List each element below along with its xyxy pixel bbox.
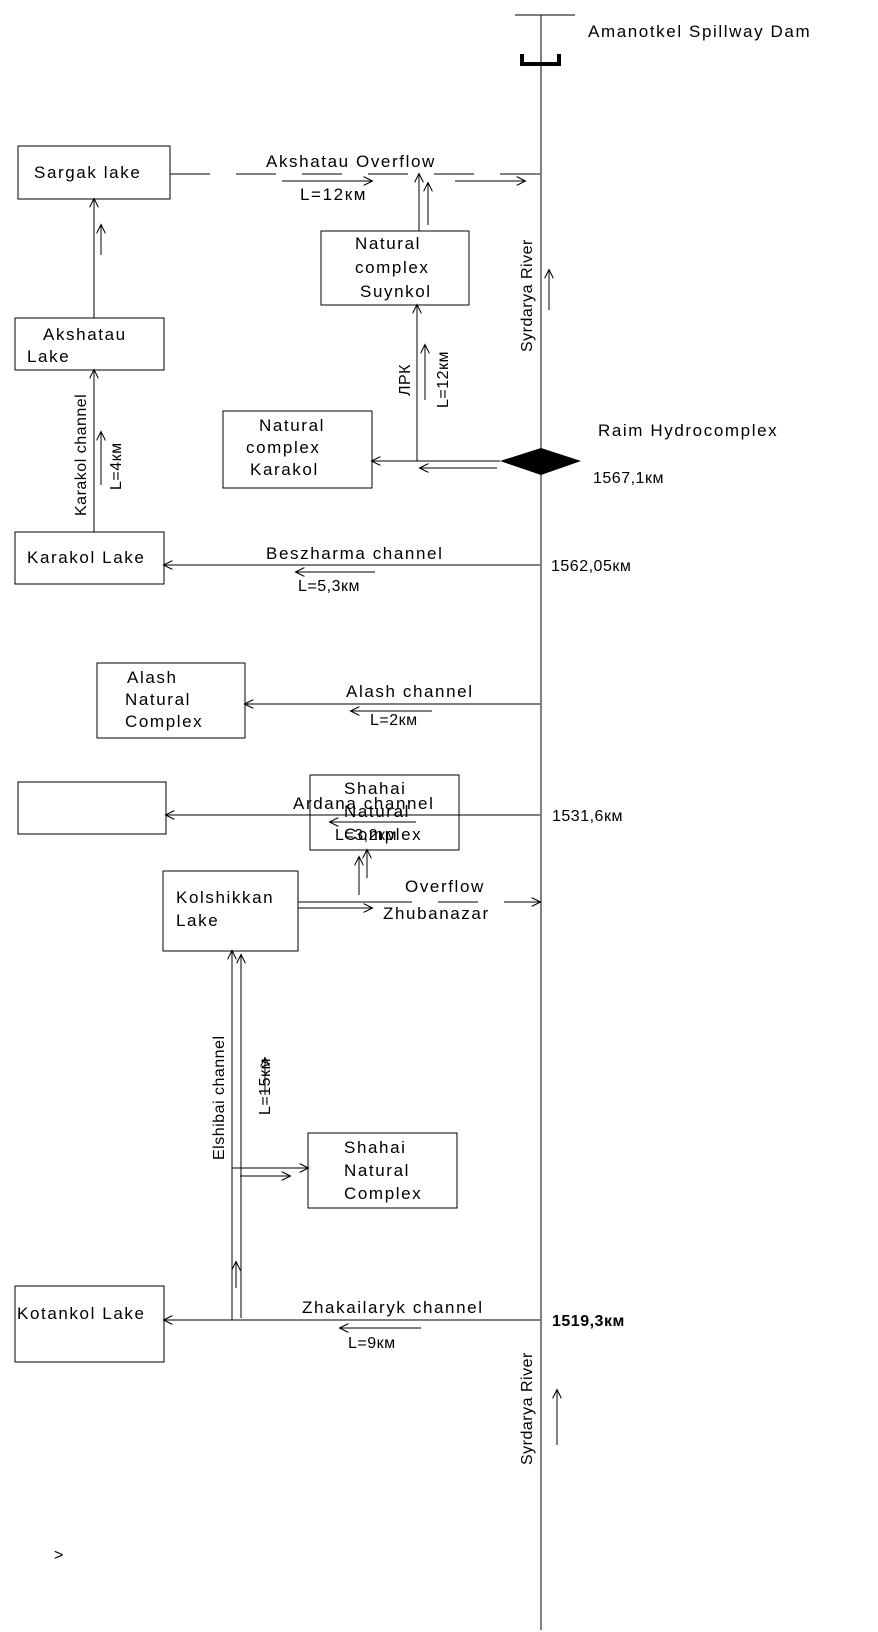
dam-title: Amanotkel Spillway Dam <box>588 22 811 41</box>
shahai-bottom-label-3: Complex <box>344 1184 422 1203</box>
karakol-channel-label: Karakol channel <box>73 394 90 516</box>
beszharma-km: 1562,05км <box>551 558 631 575</box>
alash-complex-box <box>96 662 246 739</box>
ardana-channel-length: L=3,2км <box>335 827 397 844</box>
kolshikkan-label-1: Kolshikkan <box>176 888 274 907</box>
alash-channel-label: Alash channel <box>346 682 474 701</box>
zhakailaryk-channel-label: Zhakailaryk channel <box>302 1298 484 1317</box>
akshatau-lake-label-2: Lake <box>27 347 70 366</box>
sargak-lake-box <box>17 145 171 200</box>
spillway-dam-symbol <box>520 54 561 66</box>
zhubanazar-label-1: Overflow <box>405 877 485 896</box>
suynkol-label-2: complex <box>355 258 430 277</box>
stray-mark: > <box>54 1547 64 1564</box>
kotankol-lake-box <box>14 1285 165 1363</box>
karakol-lake-label: Karakol Lake <box>27 548 145 567</box>
suynkol-label-3: Suynkol <box>360 282 432 301</box>
ardana-km: 1531,6км <box>552 808 623 825</box>
karakol-complex-label-3: Karakol <box>250 460 319 479</box>
shahai-bottom-box <box>307 1132 458 1209</box>
suynkol-label-1: Natural <box>355 234 421 253</box>
raim-hydrocomplex-km: 1567,1км <box>593 470 664 487</box>
akshatau-lake-label-1: Akshatau <box>43 325 127 344</box>
zhakailaryk-channel-length: L=9км <box>348 1335 396 1352</box>
sargak-lake-label: Sargak lake <box>34 163 141 182</box>
alash-channel-length: L=2км <box>370 712 418 729</box>
raim-hydrocomplex-symbol <box>500 448 581 475</box>
shomyshkol-lake-box <box>17 781 167 835</box>
ardana-channel-label: Ardana channel <box>293 794 435 813</box>
shahai-top-label-3: Complex <box>344 825 422 844</box>
lrk-channel-label: ЛРК <box>397 364 414 396</box>
karakol-lake-box <box>14 531 165 585</box>
alash-label-3: Complex <box>125 712 203 731</box>
beszharma-channel-label: Beszharma channel <box>266 544 443 563</box>
zhakailaryk-km: 1519,3км <box>552 1313 625 1330</box>
raim-hydrocomplex-label: Raim Hydrocomplex <box>598 421 778 440</box>
river-label-bottom: Syrdarya River <box>519 1352 536 1465</box>
akshatau-overflow-length: L=12км <box>300 185 367 204</box>
akshatau-overflow-label: Akshatau Overflow <box>266 152 436 171</box>
karakol-complex-label-2: complex <box>246 438 321 457</box>
shahai-bottom-label-1: Shahai <box>344 1138 407 1157</box>
karakol-complex-box <box>222 410 373 489</box>
karakol-channel-length: L=4км <box>108 442 125 490</box>
karakol-complex-label-1: Natural <box>259 416 325 435</box>
elshibai-channel-label: Elshibai channel <box>211 1035 228 1160</box>
zhubanazar-label-2: Zhubanazar <box>383 904 490 923</box>
elshibai-channel-length: L=15км <box>257 1058 274 1115</box>
shahai-top-label-2: Natural <box>344 802 410 821</box>
shahai-top-box <box>309 774 460 851</box>
lrk-channel-length: L=12км <box>435 351 452 408</box>
kolshikkan-lake-box <box>162 870 299 952</box>
beszharma-channel-length: L=5,3км <box>298 578 360 595</box>
alash-label-2: Natural <box>125 690 191 709</box>
alash-label-1: Alash <box>127 668 178 687</box>
shahai-bottom-label-2: Natural <box>344 1161 410 1180</box>
suynkol-complex-box <box>320 230 470 306</box>
kotankol-lake-label: Kotankol Lake <box>17 1304 146 1323</box>
kolshikkan-label-2: Lake <box>176 911 219 930</box>
shahai-top-label-1: Shahai <box>344 779 407 798</box>
river-label-top: Syrdarya River <box>519 239 536 352</box>
